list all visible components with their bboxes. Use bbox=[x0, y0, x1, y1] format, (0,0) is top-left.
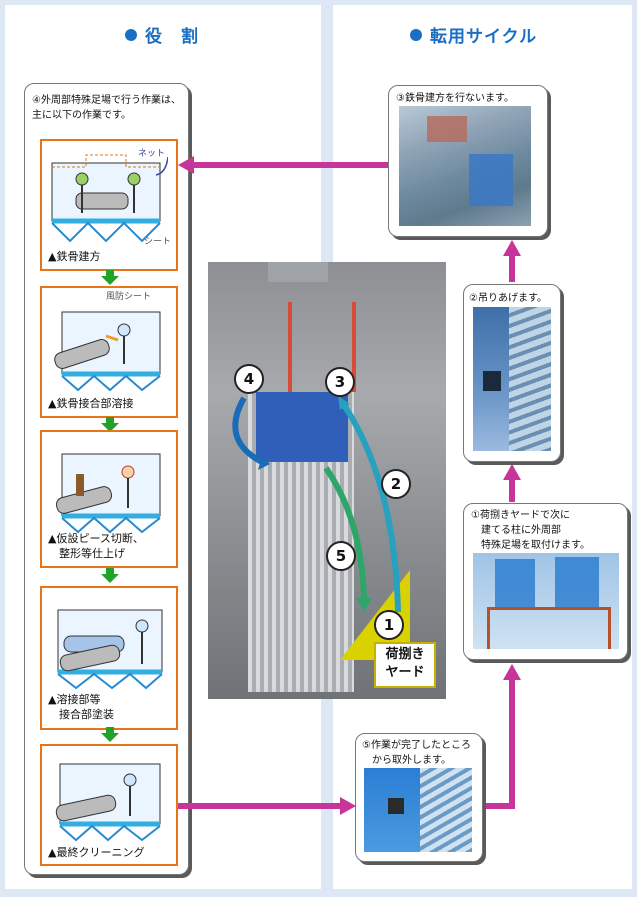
marker-4: 4 bbox=[234, 364, 264, 394]
step-label: ▲最終クリーニング bbox=[48, 846, 145, 859]
right-panel-title: 転用サイクル bbox=[410, 22, 537, 47]
down-arrow-icon bbox=[101, 727, 119, 742]
painting-illustration bbox=[57, 609, 163, 690]
scaffold-attach-photo bbox=[473, 553, 619, 649]
lifting-photo bbox=[473, 307, 551, 451]
removal-photo bbox=[364, 768, 472, 852]
photo-cranes bbox=[288, 302, 356, 392]
wind-sheet-label: 風防シート bbox=[106, 292, 152, 302]
down-arrow-icon bbox=[101, 417, 119, 432]
steel-erection-photo bbox=[399, 106, 531, 226]
sheet-label: シート bbox=[144, 237, 172, 247]
photo-river bbox=[268, 262, 328, 282]
cutting-illustration bbox=[55, 453, 161, 534]
photo-frame bbox=[487, 607, 611, 649]
photo-building-block bbox=[427, 116, 467, 142]
step-label: ▲溶接部等 接合部塗装 bbox=[48, 693, 114, 721]
bullet-icon bbox=[125, 29, 137, 41]
photo-lifted-load bbox=[483, 371, 501, 391]
photo-scaffold-block bbox=[469, 154, 513, 206]
step-joint-welding: 風防シート ▲鉄骨接合部溶接 bbox=[40, 286, 178, 418]
yard-label: 荷捌き ヤード bbox=[374, 642, 436, 688]
cycle-step2-text: ②吊りあげます。 bbox=[469, 293, 547, 304]
photo-removed-load bbox=[388, 798, 404, 814]
left-panel-title: 役 割 bbox=[125, 22, 199, 47]
photo-removed-tower bbox=[420, 768, 472, 852]
step-final-cleaning: ▲最終クリーニング bbox=[40, 744, 178, 866]
marker-1: 1 bbox=[374, 610, 404, 640]
photo-tower-scaffold bbox=[256, 392, 348, 462]
cycle-step5-text: ⑤作業が完了したところ から取外します。 bbox=[362, 740, 471, 766]
step-joint-painting: ▲溶接部等 接合部塗装 bbox=[40, 586, 178, 730]
cleaning-illustration bbox=[55, 763, 161, 842]
cycle-step3-text: ③鉄骨建方を行ないます。 bbox=[396, 93, 514, 104]
photo-scaffold-right bbox=[555, 557, 599, 609]
step-label: ▲仮設ピース切断、 整形等仕上げ bbox=[48, 532, 144, 560]
down-arrow-icon bbox=[101, 568, 119, 583]
marker-2: 2 bbox=[381, 469, 411, 499]
cycle-step1-text: ①荷捌きヤードで次に 建てる柱に外周部 特殊足場を取付けます。 bbox=[471, 510, 590, 551]
marker-3: 3 bbox=[325, 367, 355, 397]
welding-illustration bbox=[54, 311, 161, 392]
net-label: ネット bbox=[138, 149, 166, 159]
photo-tower-edge bbox=[509, 307, 551, 451]
photo-scaffold-left bbox=[495, 559, 535, 609]
bullet-icon bbox=[410, 29, 422, 41]
down-arrow-icon bbox=[101, 270, 119, 285]
step-label: ▲鉄骨接合部溶接 bbox=[48, 397, 134, 410]
steel-erection-illustration bbox=[51, 154, 168, 243]
step-steel-erection: ネット シート ▲鉄骨建方 bbox=[40, 139, 178, 271]
role-intro-text: ④外周部特殊足場で行う作業は、 主に以下の作業です。 bbox=[32, 95, 181, 121]
step-label: ▲鉄骨建方 bbox=[48, 250, 101, 263]
marker-5: 5 bbox=[326, 541, 356, 571]
step-temporary-piece-cutting: ▲仮設ピース切断、 整形等仕上げ bbox=[40, 430, 178, 568]
